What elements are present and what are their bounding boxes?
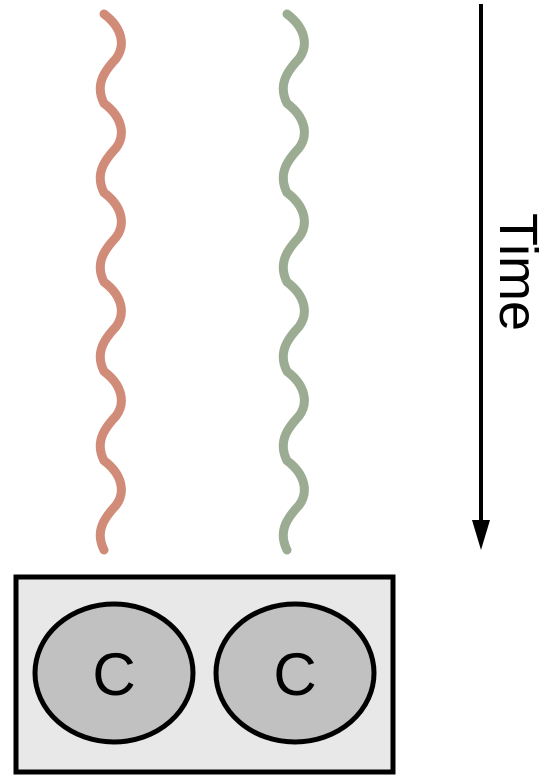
node-label: C	[92, 641, 135, 708]
wavy-strand-right	[278, 9, 309, 555]
container-node-1: C	[32, 601, 196, 745]
node-ellipse	[32, 601, 196, 745]
wavy-strand-left	[95, 9, 126, 555]
time-arrow	[472, 4, 490, 550]
time-arrow-head-icon	[472, 520, 490, 550]
container-node-2: C	[213, 601, 377, 745]
node-label: C	[273, 641, 316, 708]
time-axis-label: Time	[488, 213, 548, 331]
node-ellipse	[213, 601, 377, 745]
